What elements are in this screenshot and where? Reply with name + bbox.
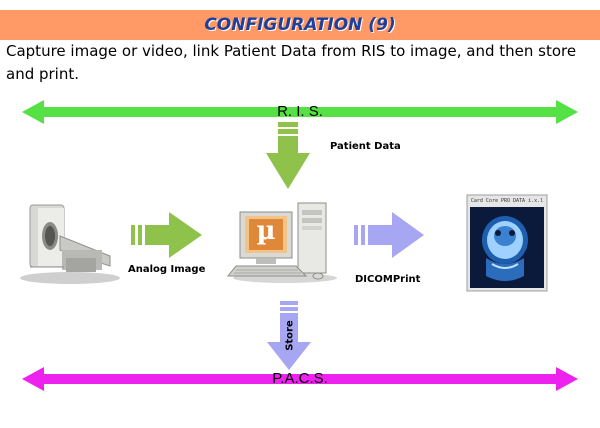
monitor-logo: µ bbox=[256, 216, 276, 246]
ris-double-arrow bbox=[22, 100, 578, 124]
store-arrow bbox=[267, 301, 311, 370]
xray-film-icon bbox=[466, 194, 548, 292]
header-banner: CONFIGURATION (9) bbox=[0, 10, 600, 40]
description-text: Capture image or video, link Patient Dat… bbox=[6, 42, 577, 83]
computer-workstation-icon bbox=[226, 202, 337, 283]
ris-label: R. I. S. bbox=[277, 103, 323, 120]
pacs-label: P.A.C.S. bbox=[272, 370, 328, 387]
pacs-double-arrow bbox=[22, 367, 578, 391]
analog-image-label: Analog Image bbox=[128, 264, 206, 275]
store-label: Store bbox=[284, 320, 296, 351]
patient-data-arrow bbox=[266, 122, 310, 189]
page-title: CONFIGURATION (9) bbox=[204, 15, 396, 35]
patient-data-label: Patient Data bbox=[330, 141, 401, 152]
film-caption: Card Core PRO DATA i.x.l bbox=[470, 198, 544, 204]
ct-scanner-icon bbox=[20, 204, 120, 284]
analog-image-arrow bbox=[131, 212, 202, 258]
dicom-print-label: DICOMPrint bbox=[355, 274, 421, 285]
dicom-print-arrow bbox=[354, 212, 424, 258]
